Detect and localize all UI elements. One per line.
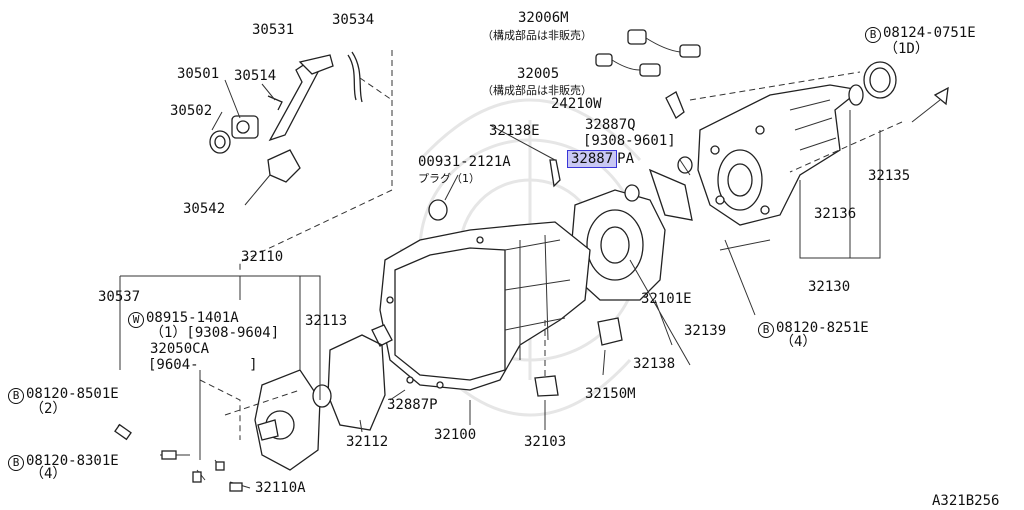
bolts-group	[114, 423, 251, 492]
part-number-08120-8501: 08120-8501E	[26, 386, 119, 402]
qty-08915: （1）[9308-9604]	[150, 325, 280, 341]
label-30537: 30537	[98, 289, 141, 305]
label-32006M: 32006M	[518, 10, 569, 26]
label-32887Q: 32887Q	[585, 117, 636, 133]
label-32139: 32139	[684, 323, 727, 339]
breather-cap-32103	[534, 375, 559, 397]
oil-seal-32150M	[597, 317, 623, 346]
label-32138E: 32138E	[489, 123, 540, 139]
label-32138: 32138	[633, 356, 676, 372]
part-number-08915: 08915-1401A	[146, 310, 239, 326]
sensor-assemblies	[595, 29, 701, 119]
date-32050CA: [9604- ]	[148, 357, 258, 373]
label-30501: 30501	[177, 66, 220, 82]
washer-marker-W: W	[128, 312, 144, 328]
label-32112: 32112	[346, 434, 389, 450]
qty-08120-8301: （4）	[30, 466, 67, 482]
note-00931-plug: プラグ（1）	[418, 172, 480, 185]
highlighted-part-32887[interactable]: 32887	[567, 150, 618, 168]
bolt-marker-B: B	[8, 388, 24, 404]
label-32110A: 32110A	[255, 480, 306, 496]
note-32005: （構成部品は非販売）	[482, 84, 592, 97]
bolt-marker-B: B	[8, 455, 24, 471]
note-32006M: （構成部品は非販売）	[482, 29, 592, 42]
label-32113: 32113	[305, 313, 348, 329]
label-32103: 32103	[524, 434, 567, 450]
label-32150M: 32150M	[585, 386, 636, 402]
rear-extension-housing	[677, 61, 949, 226]
label-24210W: 24210W	[551, 96, 602, 112]
label-32887-suffix: PA	[617, 151, 635, 167]
label-32005: 32005	[517, 66, 560, 82]
label-32110: 32110	[241, 249, 284, 265]
label-32887P: 32887P	[387, 397, 438, 413]
adapter-plate	[428, 159, 693, 301]
label-00931-2121A: 00931-2121A	[418, 154, 511, 170]
label-30534: 30534	[332, 12, 375, 28]
front-cover-gasket	[254, 334, 386, 471]
bolt-marker-B: B	[758, 322, 774, 338]
clutch-fork-group	[209, 51, 363, 206]
label-32136: 32136	[814, 206, 857, 222]
bolt-marker-B: B	[865, 27, 881, 43]
diagram-code: A321B256	[932, 493, 1000, 509]
label-32050CA: 32050CA	[150, 341, 210, 357]
label-30531: 30531	[252, 22, 295, 38]
label-32100: 32100	[434, 427, 477, 443]
part-number-08120-8301: 08120-8301E	[26, 453, 119, 469]
part-number-08124: 08124-0751E	[883, 25, 976, 41]
label-30502: 30502	[170, 103, 213, 119]
label-32130: 32130	[808, 279, 851, 295]
label-32101E: 32101E	[641, 291, 692, 307]
label-30542: 30542	[183, 201, 226, 217]
qty-08120-8251: （4）	[780, 334, 817, 350]
qty-08124: （1D）	[884, 41, 929, 57]
transmission-main-case	[371, 221, 591, 391]
label-30514: 30514	[234, 68, 277, 84]
part-number-08120-8251: 08120-8251E	[776, 320, 869, 336]
qty-08120-8501: （2）	[30, 401, 67, 417]
date-32887Q: [9308-9601]	[583, 133, 676, 149]
label-32135: 32135	[868, 168, 911, 184]
